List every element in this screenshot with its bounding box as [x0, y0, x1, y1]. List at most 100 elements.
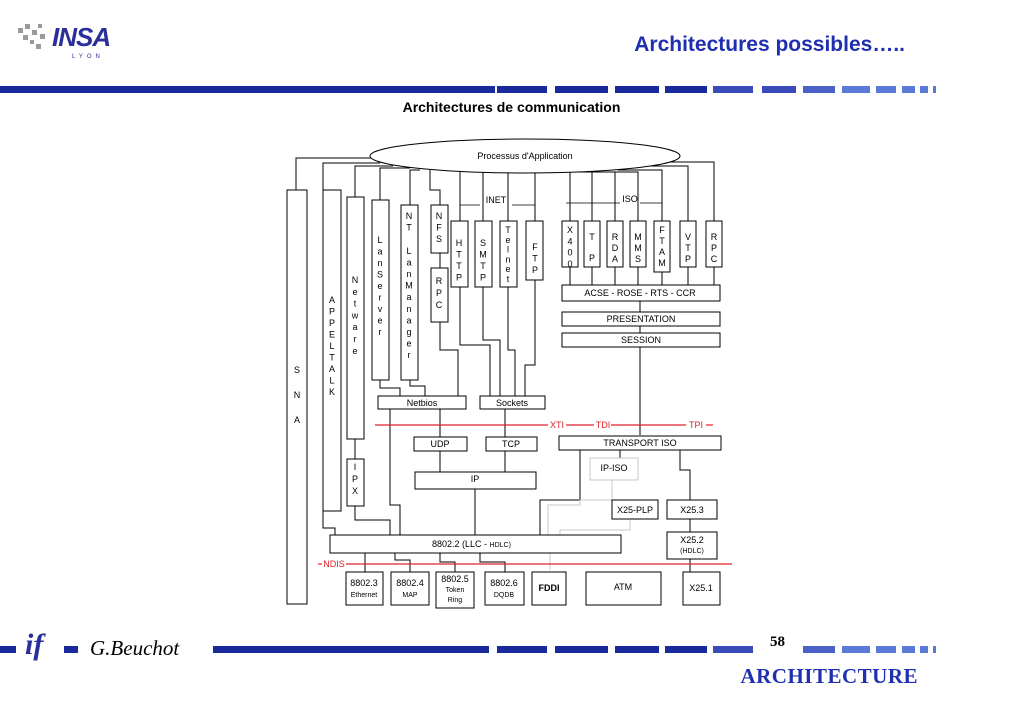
http-letter: T — [456, 261, 462, 271]
rpc-right-column — [705, 220, 723, 268]
p8023-line2: Ethernet — [351, 592, 378, 599]
ntlanmanager-letter: e — [406, 339, 411, 349]
inet-label: INET — [486, 195, 507, 205]
ftp-column — [525, 220, 544, 281]
nfs-column — [430, 204, 449, 254]
appletalk-column — [322, 189, 342, 512]
ntlanmanager-letter: r — [408, 350, 411, 360]
appletalk-letter: A — [329, 295, 335, 305]
llc-box — [329, 534, 622, 554]
ip-label: IP — [471, 474, 480, 484]
p8023-line1: 8802.3 — [350, 578, 378, 588]
x400-letter: 0 — [567, 248, 572, 258]
netware-letter: N — [352, 275, 359, 285]
lanserver-letter: L — [377, 235, 382, 245]
ntlanmanager-letter: n — [406, 269, 411, 279]
ntlanmanager-letter: N — [406, 211, 413, 221]
page-number: 58 — [770, 634, 785, 650]
http-letter: H — [456, 238, 463, 248]
smtp-letter: P — [480, 273, 486, 283]
tdi-label: TDI — [596, 420, 611, 430]
p8026-line1: 8802.6 — [490, 578, 518, 588]
llc-label: 8802.2 (LLC - HDLC) — [432, 539, 511, 549]
sockets-box — [479, 395, 546, 410]
xti-label: XTI — [550, 420, 564, 430]
ntlanmanager-column — [400, 204, 419, 381]
bottom-divider-bar — [0, 646, 936, 653]
ndis-label: NDIS — [323, 559, 345, 569]
appletalk-letter: A — [329, 364, 335, 374]
telnet-letter: l — [507, 245, 509, 255]
ftam-letter: F — [659, 225, 665, 235]
http-letter: T — [456, 250, 462, 260]
telnet-column — [499, 220, 518, 288]
tp-letter: P — [589, 253, 595, 263]
ftam-letter: T — [659, 236, 665, 246]
iso-label: ISO — [622, 194, 638, 204]
lanserver-letter: e — [377, 281, 382, 291]
nfs-letter: S — [436, 234, 442, 244]
telnet-letter: e — [505, 235, 510, 245]
nfs-letter: N — [436, 211, 443, 221]
ftp-letter: F — [532, 242, 538, 252]
ftam-letter: M — [658, 258, 666, 268]
tcp-label: TCP — [502, 439, 520, 449]
lanserver-letter: S — [377, 270, 383, 280]
rda-letter: R — [612, 232, 619, 242]
ntlanmanager-letter: T — [406, 223, 412, 233]
tp-column — [583, 220, 601, 268]
rpc-left-letter: C — [436, 300, 443, 310]
rpc-right-letter: C — [711, 254, 718, 264]
lanserver-letter: v — [378, 304, 383, 314]
x25-plp-box — [611, 499, 659, 520]
lanserver-letter: r — [379, 293, 382, 303]
http-column — [450, 220, 469, 288]
ip-iso-label: IP-ISO — [600, 463, 627, 473]
vtp-column — [679, 220, 697, 268]
telnet-letter: t — [507, 274, 510, 284]
session-label: SESSION — [621, 335, 661, 345]
p8024-line1: 8802.4 — [396, 578, 424, 588]
rda-letter: A — [612, 254, 618, 264]
x252-box — [666, 531, 718, 560]
sna-letter: S — [294, 365, 300, 375]
vtp-letter: P — [685, 254, 691, 264]
presentation-box — [561, 311, 721, 327]
p8024-line2: MAP — [402, 592, 418, 599]
tp-letter: T — [589, 232, 595, 242]
x252-label: X25.2 — [680, 535, 704, 545]
sna-letter: A — [294, 415, 300, 425]
lanserver-column — [371, 199, 390, 381]
lanserver-letter: n — [377, 258, 382, 268]
rpc-left-letter: P — [436, 288, 442, 298]
x400-letter: 0 — [567, 259, 572, 269]
appletalk-letter: T — [329, 353, 335, 363]
ntlanmanager-letter: a — [406, 257, 411, 267]
transport-iso-box — [558, 435, 722, 451]
netware-letter: a — [352, 322, 357, 332]
netbios-label: Netbios — [407, 398, 438, 408]
ntlanmanager-letter: g — [406, 327, 411, 337]
top-divider-bar — [0, 86, 936, 93]
ipx-column — [346, 458, 365, 507]
tcp-box — [485, 436, 538, 452]
x400-letter: 4 — [567, 236, 572, 246]
vtp-letter: T — [685, 243, 691, 253]
acse-label: ACSE - ROSE - RTS - CCR — [584, 288, 696, 298]
rda-letter: D — [612, 243, 619, 253]
rda-column — [606, 220, 624, 268]
sna-column — [286, 189, 308, 605]
p8025-line1: 8802.5 — [441, 574, 469, 584]
appletalk-letter: P — [329, 318, 335, 328]
p8026-line2: DQDB — [494, 592, 515, 599]
ntlanmanager-letter: a — [406, 315, 411, 325]
x252-sub-label: (HDLC) — [680, 548, 704, 555]
chapter-title: ARCHITECTURE — [740, 664, 918, 688]
smtp-letter: T — [480, 261, 486, 271]
logo-dots-icon — [18, 24, 45, 49]
appletalk-letter: L — [329, 341, 334, 351]
netware-letter: w — [351, 310, 359, 320]
appletalk-letter: P — [329, 307, 335, 317]
